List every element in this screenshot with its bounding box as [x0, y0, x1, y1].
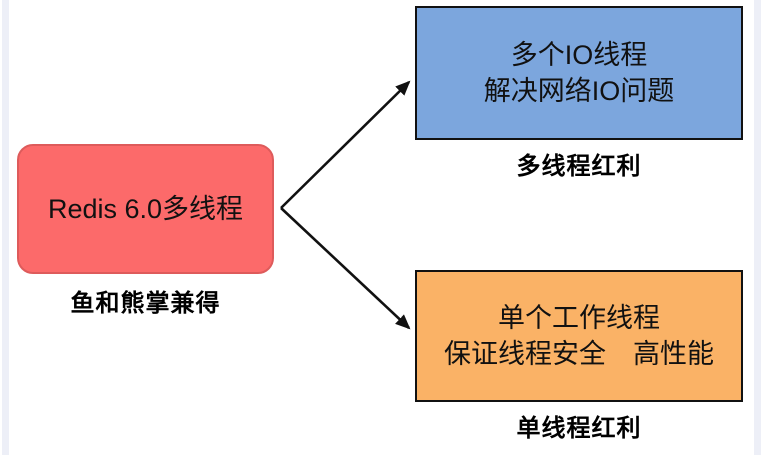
arrow-to-single-worker-thread-icon — [280, 207, 411, 330]
arrow-to-multi-io-threads-icon — [280, 80, 411, 209]
page-left-gutter — [2, 0, 9, 455]
caption-single-thread-bonus: 单线程红利 — [516, 415, 642, 442]
caption-root: 鱼和熊掌兼得 — [70, 290, 221, 317]
page-right-gutter — [754, 0, 761, 455]
node-multi-io-line2: 解决网络IO问题 — [483, 76, 675, 106]
node-single-worker-line2: 保证线程安全 高性能 — [444, 339, 714, 369]
node-multi-io-line1: 多个IO线程 — [510, 40, 648, 70]
node-single-worker-thread: 单个工作线程 保证线程安全 高性能 — [415, 270, 743, 402]
node-multi-io-threads: 多个IO线程 解决网络IO问题 — [415, 6, 743, 140]
node-redis-6-multithread: Redis 6.0多线程 — [17, 144, 274, 274]
node-single-worker-line1: 单个工作线程 — [498, 303, 660, 333]
caption-multi-thread-bonus: 多线程红利 — [516, 153, 642, 180]
node-redis-label: Redis 6.0多线程 — [47, 194, 244, 224]
